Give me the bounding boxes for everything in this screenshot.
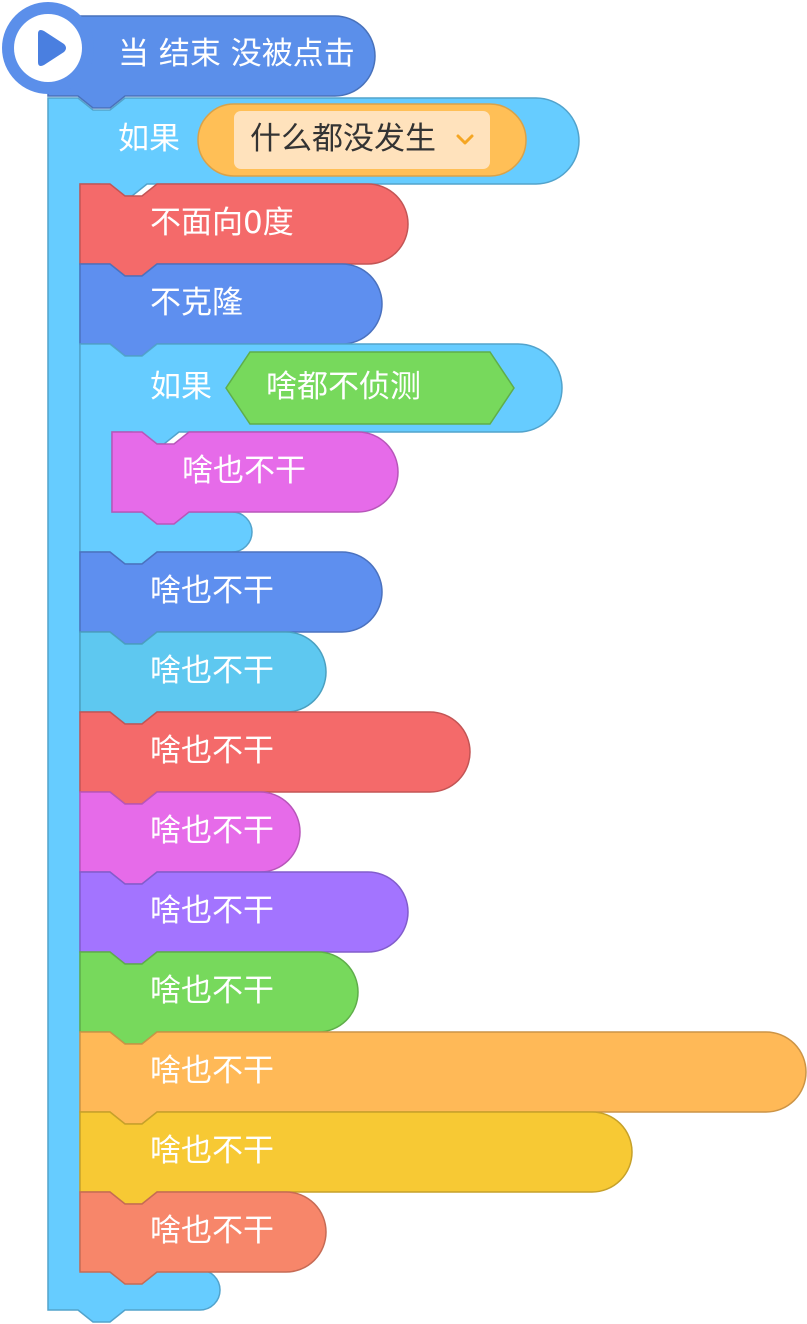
if-inner-body-block-0[interactable] [111, 431, 399, 525]
event-label: 当 结束 没被点击 [118, 36, 355, 72]
stack-block-label-1: 不克隆 [150, 285, 243, 321]
after-block-label-4: 啥也不干 [150, 893, 274, 929]
dropdown-value-box[interactable] [234, 111, 490, 169]
after-block-label-5: 啥也不干 [150, 973, 274, 1009]
stack-block-label-0: 不面向0度 [150, 205, 294, 241]
after-block-label-1: 啥也不干 [150, 653, 274, 689]
stack-block-0[interactable] [79, 183, 409, 277]
after-block-label-7: 啥也不干 [150, 1133, 274, 1169]
condition-label: 啥都不侦测 [266, 369, 421, 405]
if-inner-label: 如果 [150, 369, 212, 405]
dropdown-value: 什么都没发生 [250, 121, 436, 157]
after-block-4[interactable] [79, 871, 409, 965]
if-inner-body-label-0: 啥也不干 [182, 453, 306, 489]
if-outer-label: 如果 [118, 121, 180, 157]
event-block[interactable] [47, 15, 376, 109]
condition-block[interactable] [225, 351, 515, 425]
after-block-2[interactable] [79, 711, 471, 805]
after-block-label-0: 啥也不干 [150, 573, 274, 609]
after-block-0[interactable] [79, 551, 383, 645]
after-block-6[interactable] [79, 1031, 807, 1125]
after-block-7[interactable] [79, 1111, 633, 1205]
chevron-down-icon [456, 134, 474, 145]
after-block-8[interactable] [79, 1191, 327, 1285]
after-block-label-6: 啥也不干 [150, 1053, 274, 1089]
after-block-label-3: 啥也不干 [150, 813, 274, 849]
if-block-outer[interactable] [47, 97, 580, 1323]
after-block-label-2: 啥也不干 [150, 733, 274, 769]
play-icon [38, 30, 66, 66]
after-block-label-8: 啥也不干 [150, 1213, 274, 1249]
